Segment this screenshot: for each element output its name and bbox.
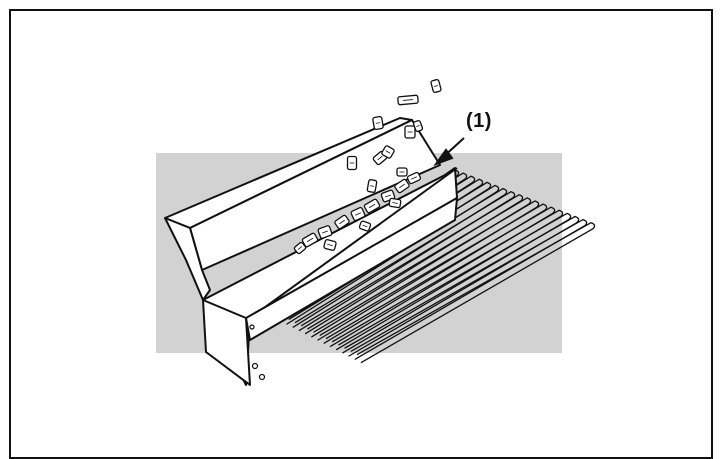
grate-rod [263, 175, 476, 316]
debris-detail [385, 194, 391, 198]
crumb-tray [164, 117, 458, 386]
debris-detail [297, 246, 303, 250]
debris-detail [322, 230, 328, 234]
tray-lower-lip [245, 197, 458, 341]
debris-detail [327, 243, 333, 247]
grate-rod [269, 178, 484, 319]
debris-detail [368, 203, 376, 209]
debris-detail [339, 219, 345, 225]
debris-detail [399, 183, 405, 189]
tray-end-box [202, 299, 251, 386]
debris-detail [306, 237, 314, 243]
debris-detail [416, 125, 420, 127]
tray-left-end [164, 217, 211, 301]
callout-label: (1) [466, 110, 492, 132]
debris-detail [355, 212, 361, 216]
debris-detail [433, 85, 439, 87]
debris-detail [385, 150, 391, 154]
debris-detail [375, 122, 381, 124]
debris-detail [402, 99, 414, 101]
food-debris [293, 78, 442, 255]
grate-rod [257, 172, 468, 312]
debris-detail [369, 185, 375, 187]
debris-detail [411, 176, 417, 180]
grate-rod [356, 221, 596, 364]
grate-rod [282, 184, 500, 325]
callout-arrow [433, 137, 465, 167]
debris-detail [377, 155, 383, 161]
grate-rod [276, 181, 492, 322]
grill-grates [251, 169, 596, 364]
debris-detail [362, 224, 368, 228]
debris-detail [392, 202, 398, 204]
